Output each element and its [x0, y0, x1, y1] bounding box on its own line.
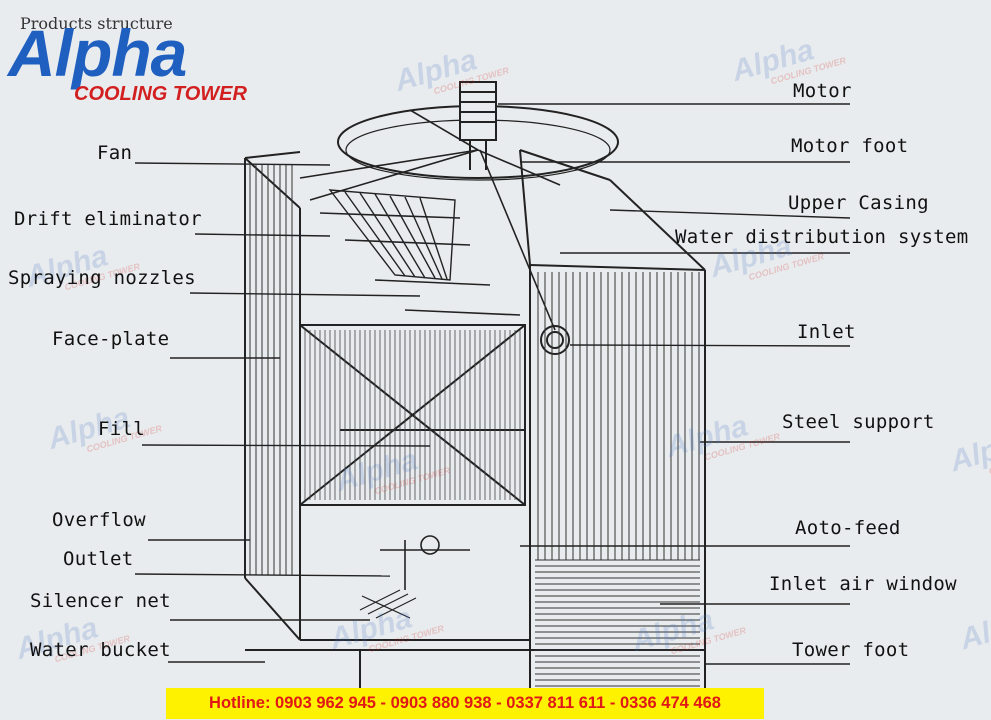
leader-spraying-nozzles [189, 292, 421, 297]
label-fill: Fill [98, 418, 145, 440]
leader-inlet [569, 344, 851, 347]
leader-lines [134, 103, 851, 665]
spray-pipes [319, 149, 556, 331]
silencer-net [359, 589, 417, 619]
left-casing-slats [249, 165, 293, 575]
label-water-bucket: Water bucket [30, 639, 171, 661]
inlet-air-window [535, 559, 700, 687]
fill-block [299, 324, 526, 506]
label-tower-foot: Tower foot [792, 639, 910, 661]
drift-eliminator [328, 189, 456, 281]
label-upper-casing: Upper Casing [788, 192, 929, 214]
leader-fill [141, 444, 431, 447]
logo-wordmark: Alpha [8, 16, 187, 90]
label-water-distribution-system: Water distribution system [675, 226, 969, 248]
label-face-plate: Face-plate [52, 328, 170, 350]
page-header: Products structure [20, 14, 173, 33]
label-motor: Motor [793, 80, 852, 102]
hotline-banner: Hotline: 0903 962 945 - 0903 880 938 - 0… [166, 688, 764, 719]
logo-subtitle: COOLING TOWER [74, 83, 247, 105]
label-inlet: Inlet [797, 321, 856, 343]
label-inlet-air-window: Inlet air window [769, 573, 957, 595]
motor [459, 81, 497, 170]
leader-upper-casing [609, 209, 851, 219]
leader-drift-eliminator [194, 233, 331, 237]
label-spraying-nozzles: Spraying nozzles [8, 267, 196, 289]
fill-hatch [304, 330, 521, 500]
label-outlet: Outlet [63, 548, 134, 570]
label-fan: Fan [97, 142, 133, 164]
label-steel-support: Steel support [782, 411, 935, 433]
leader-fan [134, 162, 331, 166]
outlet-valve [380, 535, 470, 590]
label-aoto-feed: Aoto-feed [795, 517, 901, 539]
label-drift-eliminator: Drift eliminator [14, 208, 202, 230]
inlet-pipe [540, 325, 570, 355]
right-casing-slats [537, 272, 700, 560]
label-silencer-net: Silencer net [30, 590, 171, 612]
fan-blades [299, 109, 561, 201]
label-motor-foot: Motor foot [791, 135, 909, 157]
label-overflow: Overflow [52, 509, 146, 531]
leader-outlet [134, 573, 391, 577]
